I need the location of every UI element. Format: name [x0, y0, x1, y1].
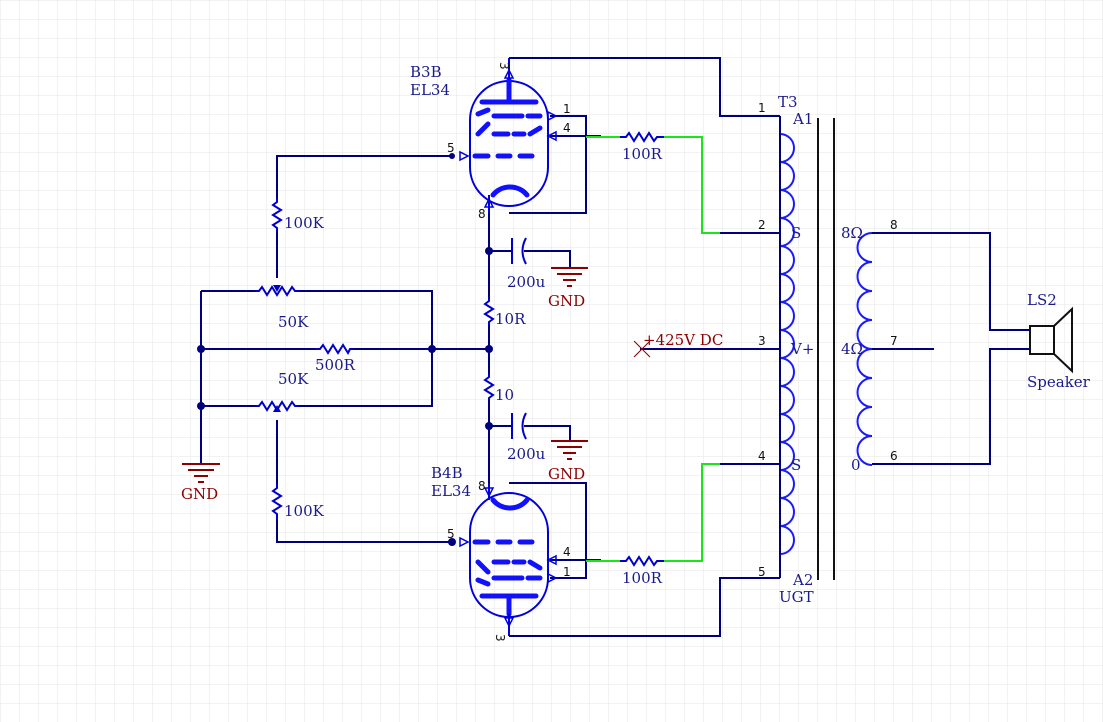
t3-designator: T3	[778, 93, 798, 111]
tube-b3b-pin-8: 8	[478, 207, 486, 221]
t3-pin-2: 2	[758, 218, 766, 232]
resistor-100r-top[interactable]: 100R	[620, 131, 664, 163]
resistor-10r-value: 10R	[495, 310, 526, 328]
ground-bottom-label: GND	[548, 465, 585, 483]
tube-b3b-designator: B3B	[410, 63, 442, 81]
tube-b4b-type: EL34	[431, 482, 471, 500]
tube-b4b-pin-5: 5	[447, 527, 455, 541]
t3-pin-1: 1	[758, 101, 766, 115]
resistor-100k-bottom-value: 100K	[284, 502, 325, 520]
tube-b4b-pin-4: 4	[563, 545, 571, 559]
t3-pin-5: 5	[758, 565, 766, 579]
pot-50k-bottom[interactable]: 50K	[255, 370, 309, 412]
power-net-425v-label: +425V DC	[643, 331, 723, 349]
resistor-100k-bottom[interactable]: 100K	[271, 484, 325, 520]
ground-top[interactable]: GND	[548, 267, 588, 310]
t3-type: UGT	[779, 588, 814, 606]
ground-left[interactable]: GND	[181, 463, 220, 503]
t3-tap-s-bottom: S	[791, 456, 801, 474]
speaker-ls2[interactable]: LS2 Speaker	[1027, 291, 1091, 391]
tube-b4b-pin-plate: 3	[493, 634, 507, 642]
resistor-100r-bottom[interactable]: 100R	[620, 555, 664, 587]
tube-b3b-pin-5: 5	[447, 141, 455, 155]
t3-pin-8: 8	[890, 218, 898, 232]
junctions	[197, 153, 493, 546]
transformer-t3[interactable]: 1 2 3 4 5 A1 S V+ S A2 8 7 6 8Ω 4Ω 0 T3 …	[758, 93, 898, 606]
t3-tap-a1: A1	[792, 110, 813, 128]
t3-pin-3: 3	[758, 334, 766, 348]
capacitor-200u-bottom-value: 200u	[507, 445, 546, 463]
resistor-10[interactable]: 10	[483, 374, 514, 404]
speaker-ls2-name: Speaker	[1027, 373, 1091, 391]
tube-b3b-pin-1: 1	[563, 102, 571, 116]
resistor-10r[interactable]: 10R	[483, 298, 526, 328]
pot-50k-top[interactable]: 50K	[255, 285, 309, 331]
tube-b3b[interactable]: 3 1 4 5 8 B3B EL34	[410, 58, 571, 221]
resistor-100r-top-value: 100R	[622, 145, 663, 163]
resistor-500r[interactable]: 500R	[315, 343, 356, 374]
t3-pin-4: 4	[758, 449, 766, 463]
t3-tap-s-top: S	[791, 224, 801, 242]
resistor-100k-top-value: 100K	[284, 214, 325, 232]
tube-b3b-pin-plate: 3	[497, 62, 511, 70]
ground-top-label: GND	[548, 292, 585, 310]
resistor-100r-bottom-value: 100R	[622, 569, 663, 587]
ground-left-label: GND	[181, 485, 218, 503]
t3-tap-vplus: V+	[790, 340, 814, 358]
capacitor-200u-top[interactable]: 200u	[507, 237, 546, 291]
capacitor-200u-top-value: 200u	[507, 273, 546, 291]
tube-b4b[interactable]: 8 5 4 1 3 B4B EL34	[431, 464, 571, 642]
tube-b4b-designator: B4B	[431, 464, 463, 482]
t3-pin-6: 6	[890, 449, 898, 463]
t3-pin-7: 7	[890, 334, 898, 348]
resistor-500r-value: 500R	[315, 356, 356, 374]
resistor-100k-top[interactable]: 100K	[271, 198, 325, 232]
wires	[200, 57, 1030, 637]
ground-bottom[interactable]: GND	[548, 440, 588, 483]
speaker-ls2-designator: LS2	[1027, 291, 1057, 309]
resistor-10-value: 10	[495, 386, 514, 404]
capacitor-200u-bottom[interactable]: 200u	[507, 412, 546, 463]
pot-50k-bottom-value: 50K	[278, 370, 309, 388]
tube-b3b-pin-4: 4	[563, 121, 571, 135]
power-net-425v[interactable]: +425V DC	[633, 331, 723, 358]
t3-tap-8ohm: 8Ω	[841, 224, 863, 242]
t3-tap-a2: A2	[792, 571, 813, 589]
t3-tap-0: 0	[851, 456, 861, 474]
tube-b3b-type: EL34	[410, 81, 450, 99]
t3-tap-4ohm: 4Ω	[841, 340, 863, 358]
tube-b4b-pin-1: 1	[563, 565, 571, 579]
pot-50k-top-value: 50K	[278, 313, 309, 331]
tube-b4b-pin-8: 8	[478, 479, 486, 493]
